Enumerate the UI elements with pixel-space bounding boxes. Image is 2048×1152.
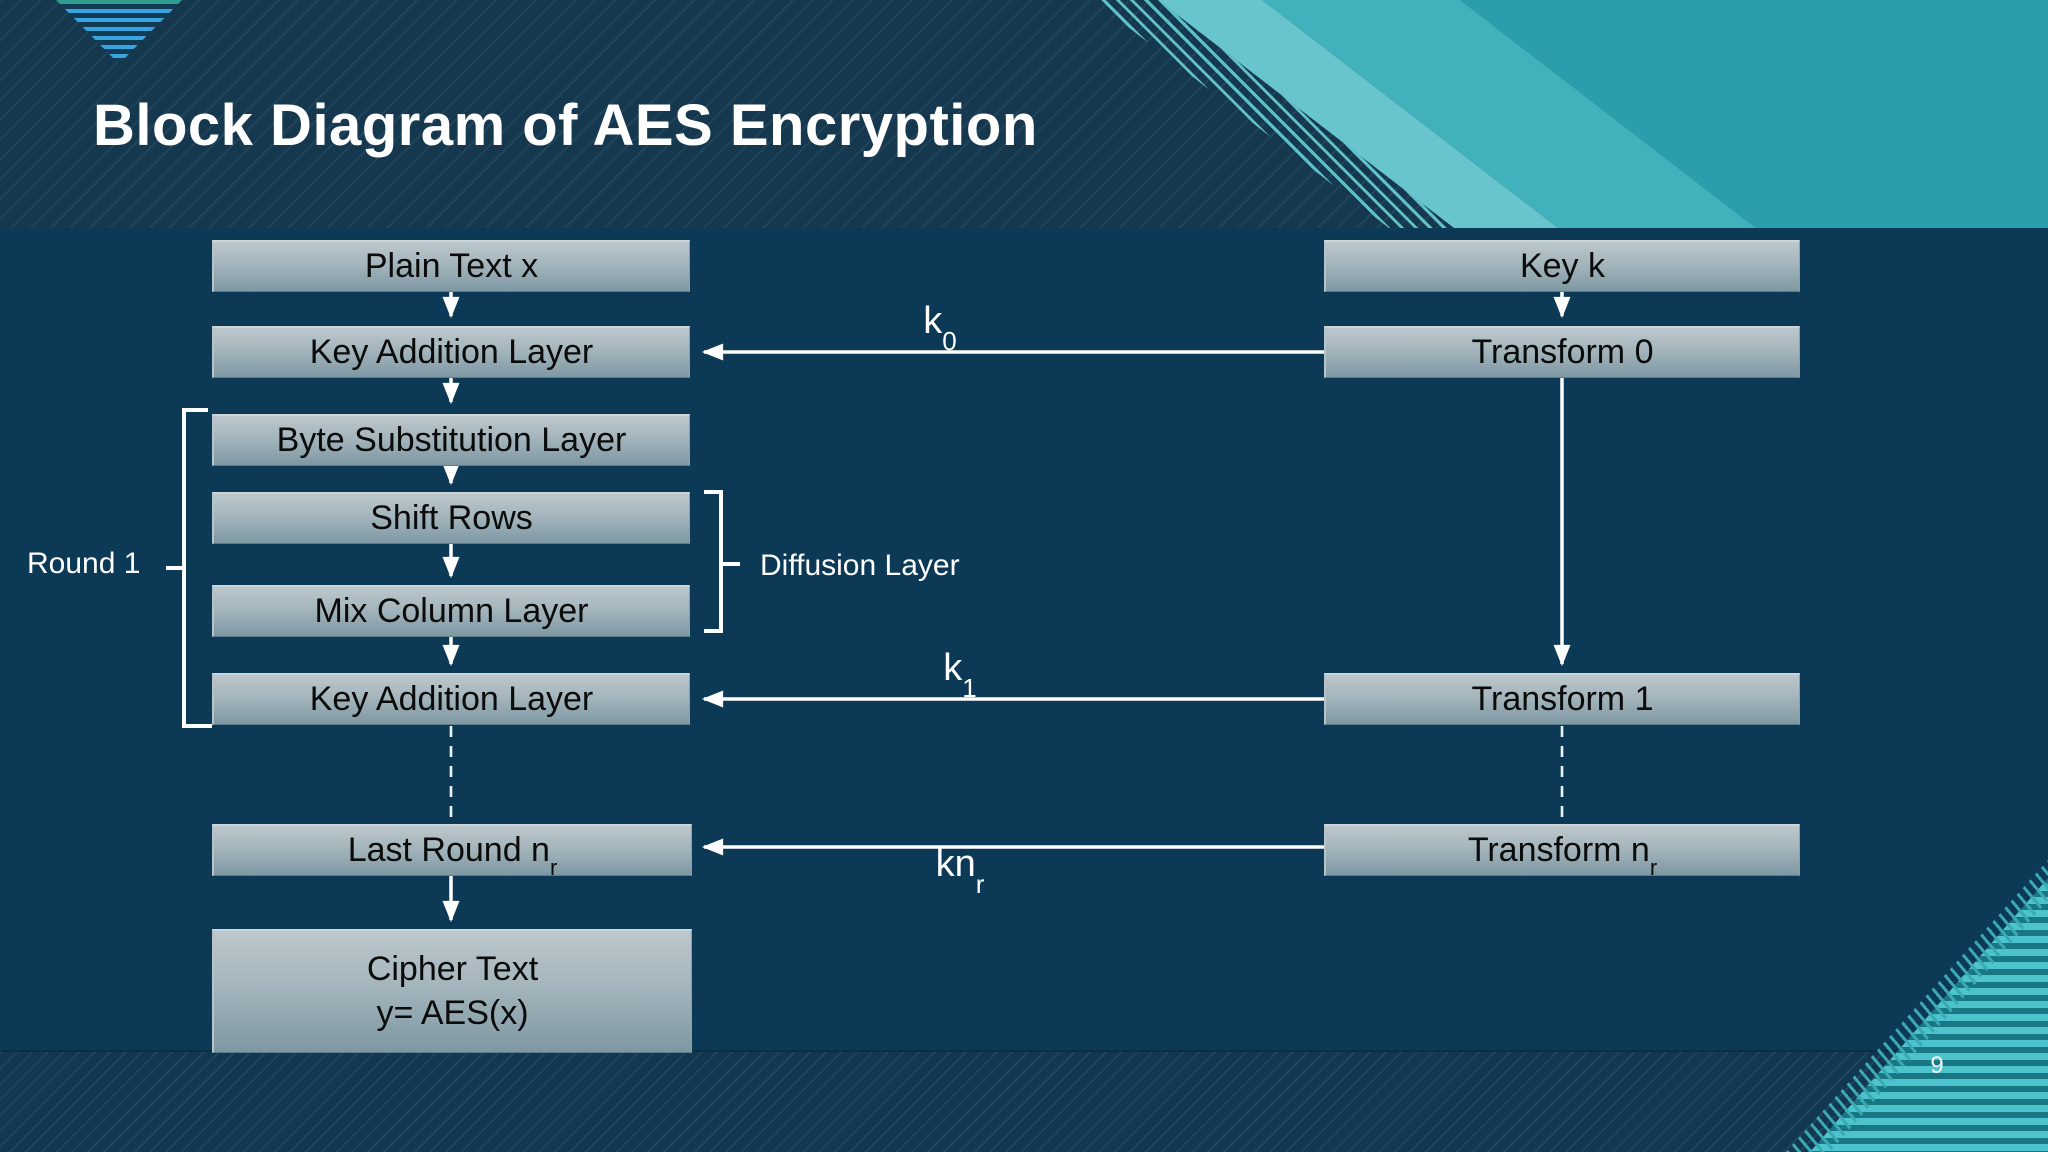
box-transform-0: Transform 0 (1324, 326, 1800, 378)
box-last-round-base: Last Round n (347, 830, 550, 869)
diffusion-bracket (704, 490, 740, 633)
label-k1-base: k (943, 647, 963, 689)
label-k0: k0 (923, 300, 956, 354)
label-k1-subscript: 1 (962, 672, 977, 703)
box-transform-nr-label: Transform nr (1467, 830, 1657, 878)
box-byte-substitution: Byte Substitution Layer (212, 414, 690, 466)
box-transform-nr: Transform nr (1324, 824, 1800, 878)
box-last-round-label: Last Round nr (347, 830, 558, 878)
box-cipher-text: Cipher Text y= AES(x) (212, 929, 692, 1053)
footer-hatch-texture (0, 1052, 2048, 1152)
page-number: 9 (1930, 1052, 1944, 1079)
cipher-text-line1: Cipher Text (366, 950, 539, 989)
box-transform-0-label: Transform 0 (1471, 332, 1654, 371)
label-k0-base: k (923, 300, 943, 342)
box-plain-text-label: Plain Text x (364, 246, 539, 285)
box-key-addition-2-label: Key Addition Layer (309, 679, 594, 718)
label-knr-subscript: r (975, 868, 985, 899)
label-k1: k1 (943, 647, 976, 701)
flow-arrows (442, 290, 1571, 923)
box-transform-1-label: Transform 1 (1471, 679, 1654, 718)
box-key-k-label: Key k (1519, 246, 1606, 285)
label-knr: knr (935, 843, 985, 897)
box-key-addition-2: Key Addition Layer (212, 673, 690, 725)
box-key-addition-1-label: Key Addition Layer (309, 332, 594, 371)
slide-title: Block Diagram of AES Encryption (93, 93, 1038, 158)
label-diffusion-layer: Diffusion Layer (760, 549, 960, 582)
box-last-round: Last Round nr (212, 824, 692, 878)
box-mix-column-label: Mix Column Layer (314, 591, 589, 630)
box-mix-column: Mix Column Layer (212, 585, 690, 637)
box-key-addition-1: Key Addition Layer (212, 326, 690, 378)
box-plain-text: Plain Text x (212, 240, 690, 292)
box-key-k: Key k (1324, 240, 1800, 292)
label-k0-subscript: 0 (942, 325, 957, 356)
box-transform-nr-subscript: r (1649, 854, 1658, 880)
footer-band (0, 1050, 2048, 1152)
label-knr-base: kn (935, 843, 976, 885)
box-shift-rows-label: Shift Rows (370, 498, 533, 537)
box-transform-nr-base: Transform n (1467, 830, 1650, 869)
box-byte-substitution-label: Byte Substitution Layer (276, 420, 627, 459)
cipher-text-line2: y= AES(x) (376, 993, 529, 1032)
round1-bracket (166, 408, 212, 728)
box-last-round-subscript: r (549, 854, 558, 880)
label-round-1: Round 1 (27, 547, 141, 580)
box-transform-1: Transform 1 (1324, 673, 1800, 725)
box-shift-rows: Shift Rows (212, 492, 690, 544)
dashed-connectors (449, 726, 1564, 821)
